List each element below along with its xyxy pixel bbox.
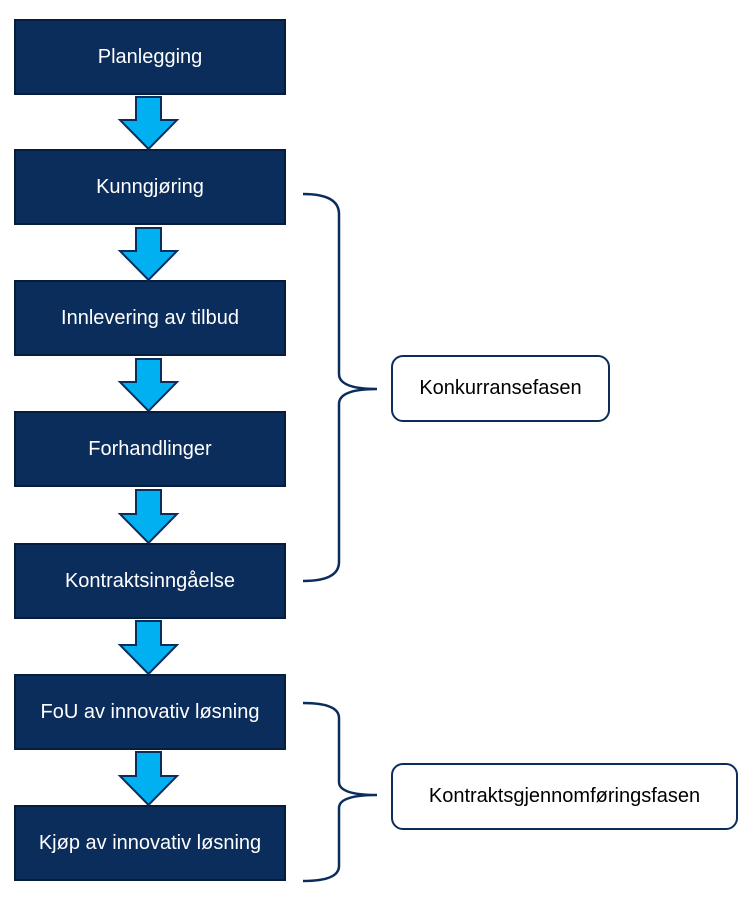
step-kunngjoring: Kunngjøring — [14, 149, 286, 225]
step-label: Innlevering av tilbud — [61, 306, 239, 329]
phase-label: Konkurransefasen — [419, 377, 582, 399]
down-arrow-icon — [117, 489, 180, 545]
step-label: Kunngjøring — [96, 175, 204, 198]
step-planlegging: Planlegging — [14, 19, 286, 95]
down-arrow-icon — [117, 96, 180, 151]
step-label: Kontraktsinngåelse — [64, 569, 236, 592]
step-label: FoU av innovativ løsning — [40, 700, 260, 723]
phase-brackets — [302, 192, 378, 883]
down-arrow-icon — [117, 227, 180, 282]
step-forhandlinger: Forhandlinger — [14, 411, 286, 487]
step-label: Forhandlinger — [88, 437, 212, 460]
down-arrow-icon — [117, 620, 180, 676]
step-fou-av-innovativ-losning: FoU av innovativ løsning — [14, 674, 286, 750]
flow-arrows — [117, 96, 180, 807]
step-kjop-av-innovativ-losning: Kjøp av innovativ løsning — [14, 805, 286, 881]
step-label: Planlegging — [97, 45, 203, 68]
bracket-konkurransefasen — [302, 192, 378, 583]
step-innlevering-av-tilbud: Innlevering av tilbud — [14, 280, 286, 356]
bracket-kontraktsgjennomforingsfasen — [302, 701, 378, 883]
step-label: Kjøp av innovativ løsning — [38, 831, 262, 854]
step-kontraktsinngaaelse: Kontraktsinngåelse — [14, 543, 286, 619]
phase-label: Kontraktsgjennomføringsfasen — [428, 785, 701, 807]
phase-konkurransefasen: Konkurransefasen — [391, 355, 610, 422]
phase-kontraktsgjennomforingsfasen: Kontraktsgjennomføringsfasen — [391, 763, 738, 830]
down-arrow-icon — [117, 751, 180, 807]
down-arrow-icon — [117, 358, 180, 413]
